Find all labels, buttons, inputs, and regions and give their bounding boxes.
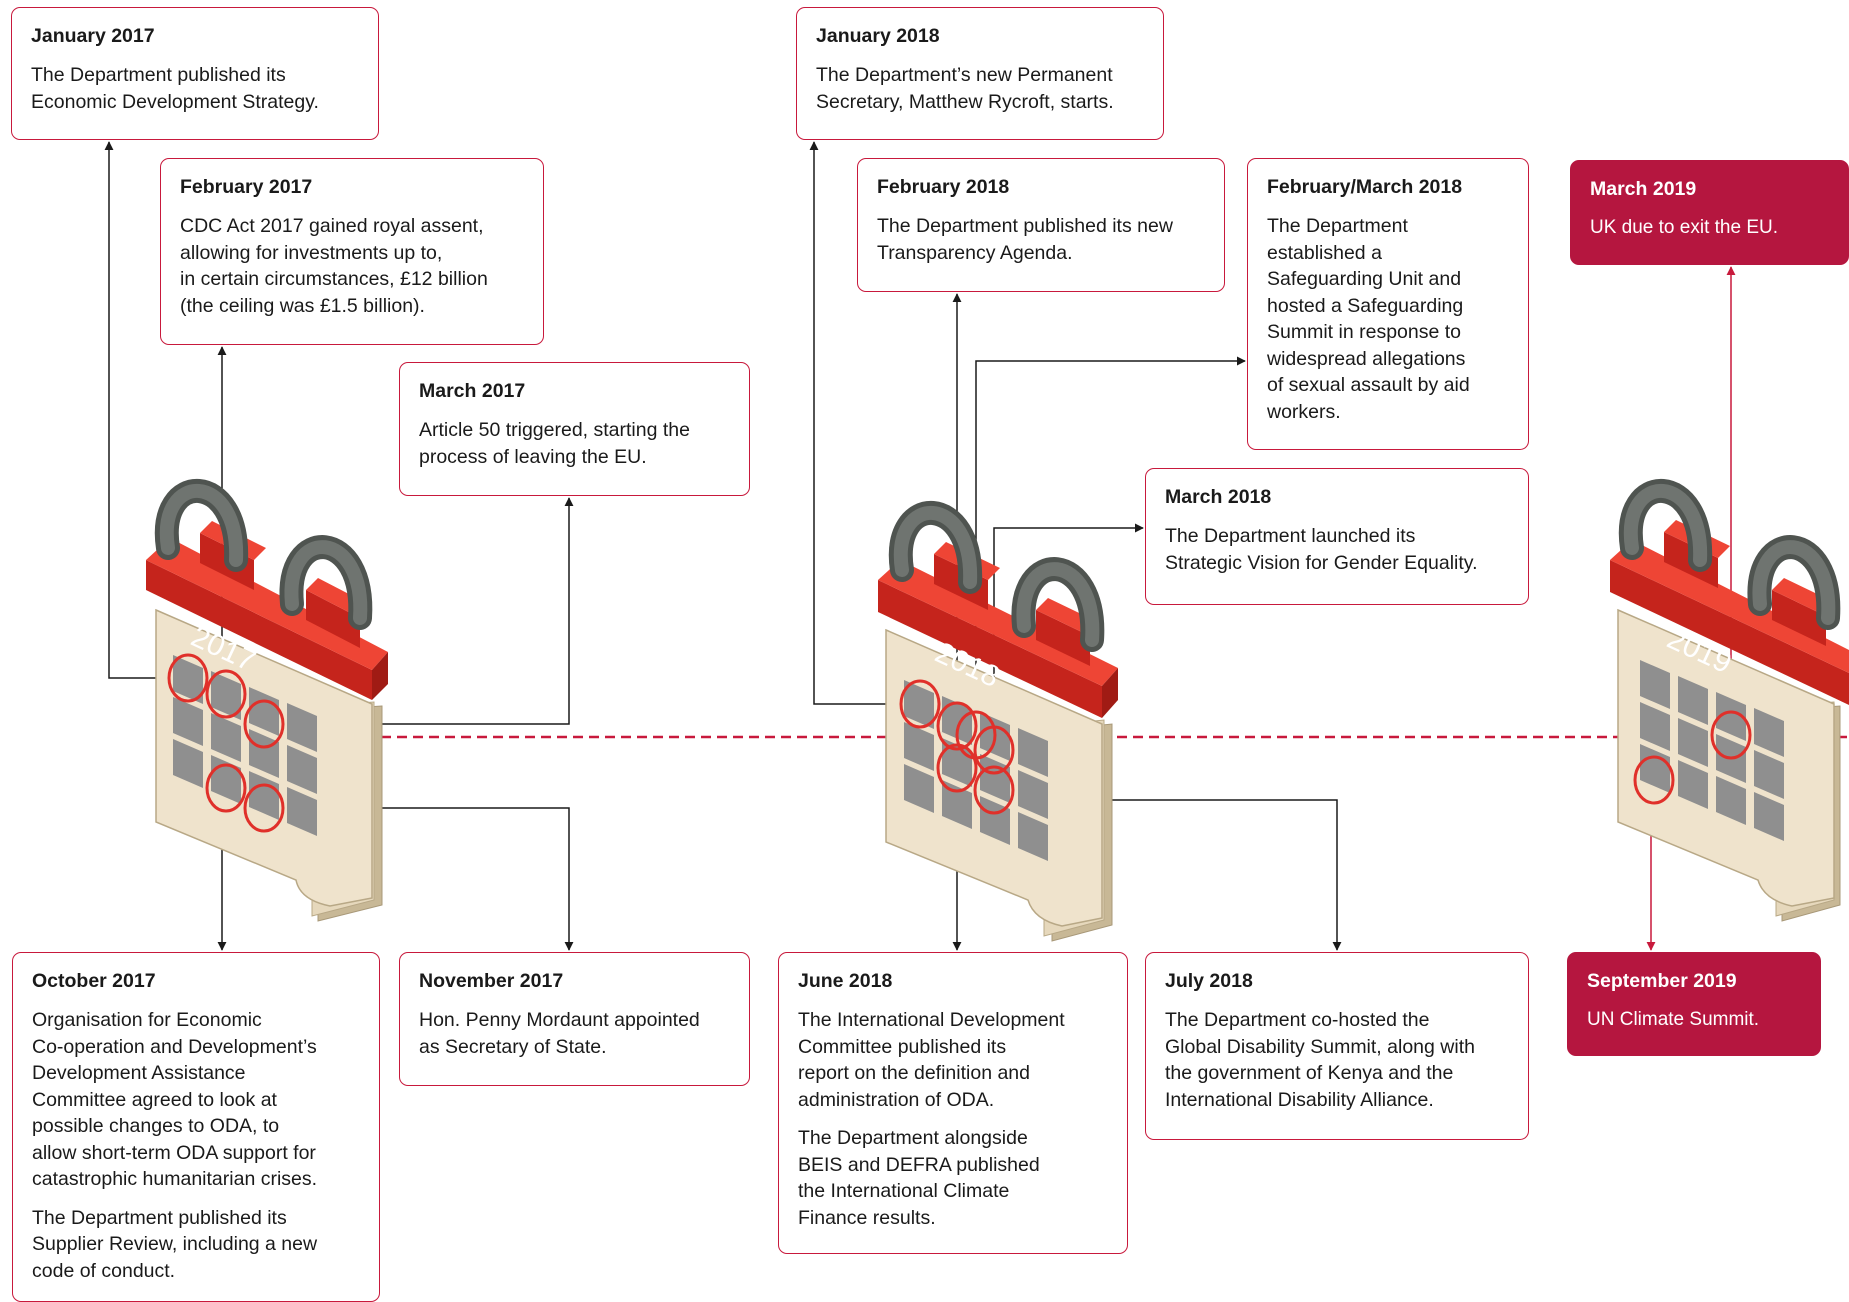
event-date: January 2017 (31, 25, 155, 47)
event-march-2017: March 2017 Article 50 triggered, startin… (399, 362, 750, 496)
event-description: The International Development Committee … (798, 1009, 1065, 1111)
event-date: March 2017 (419, 380, 526, 402)
event-june-2018: June 2018 The International Development … (778, 952, 1128, 1254)
event-january-2018: January 2018 The Department’s new Perman… (796, 7, 1164, 140)
event-february-march-2018: February/March 2018 The Department estab… (1247, 158, 1529, 450)
event-description: Organisation for Economic Co-operation a… (32, 1009, 318, 1190)
event-september-2019: September 2019 UN Climate Summit. (1567, 952, 1821, 1056)
event-date: July 2018 (1165, 970, 1253, 992)
event-description: Hon. Penny Mordaunt appointed as Secreta… (419, 1009, 700, 1058)
event-description: Article 50 triggered, starting the proce… (419, 419, 690, 468)
event-november-2017: November 2017 Hon. Penny Mordaunt appoin… (399, 952, 750, 1086)
event-july-2018: July 2018 The Department co-hosted the G… (1145, 952, 1529, 1140)
event-description: The Department established a Safeguardin… (1267, 215, 1470, 423)
event-description: The Department published its Economic De… (31, 64, 319, 113)
event-march-2018: March 2018 The Department launched its S… (1145, 468, 1529, 605)
connector-march-2018 (993, 523, 1144, 750)
event-february-2018: February 2018 The Department published i… (857, 158, 1225, 292)
event-description-2: The Department alongside BEIS and DEFRA … (798, 1127, 1040, 1229)
event-february-2017: February 2017 CDC Act 2017 gained royal … (160, 158, 544, 345)
event-description: UN Climate Summit. (1587, 1009, 1760, 1030)
event-january-2017: January 2017 The Department published it… (11, 7, 379, 140)
event-description: The Department published its new Transpa… (877, 215, 1173, 264)
event-date: November 2017 (419, 970, 564, 992)
event-description: The Department co-hosted the Global Disa… (1165, 1009, 1475, 1111)
event-date: October 2017 (32, 970, 156, 992)
event-date: March 2019 (1590, 178, 1697, 200)
connector-january-2018 (809, 141, 920, 705)
event-description: CDC Act 2017 gained royal assent, allowi… (180, 215, 488, 317)
event-description: UK due to exit the EU. (1590, 217, 1778, 238)
event-october-2017: October 2017 Organisation for Economic C… (12, 952, 380, 1302)
event-description: The Department’s new Permanent Secretary… (816, 64, 1114, 113)
event-date: February 2018 (877, 176, 1010, 198)
event-description-2: The Department published its Supplier Re… (32, 1206, 318, 1282)
event-date: January 2018 (816, 25, 940, 47)
calendar-2018-icon (878, 501, 1118, 942)
calendar-2017-icon (146, 479, 388, 922)
event-date: June 2018 (798, 970, 893, 992)
event-date: February/March 2018 (1267, 176, 1463, 198)
calendar-2019-icon (1610, 479, 1849, 922)
event-march-2019: March 2019 UK due to exit the EU. (1570, 160, 1849, 265)
event-date: February 2017 (180, 176, 313, 198)
event-description: The Department launched its Strategic Vi… (1165, 525, 1478, 574)
event-date: September 2019 (1587, 970, 1737, 992)
event-date: March 2018 (1165, 486, 1272, 508)
